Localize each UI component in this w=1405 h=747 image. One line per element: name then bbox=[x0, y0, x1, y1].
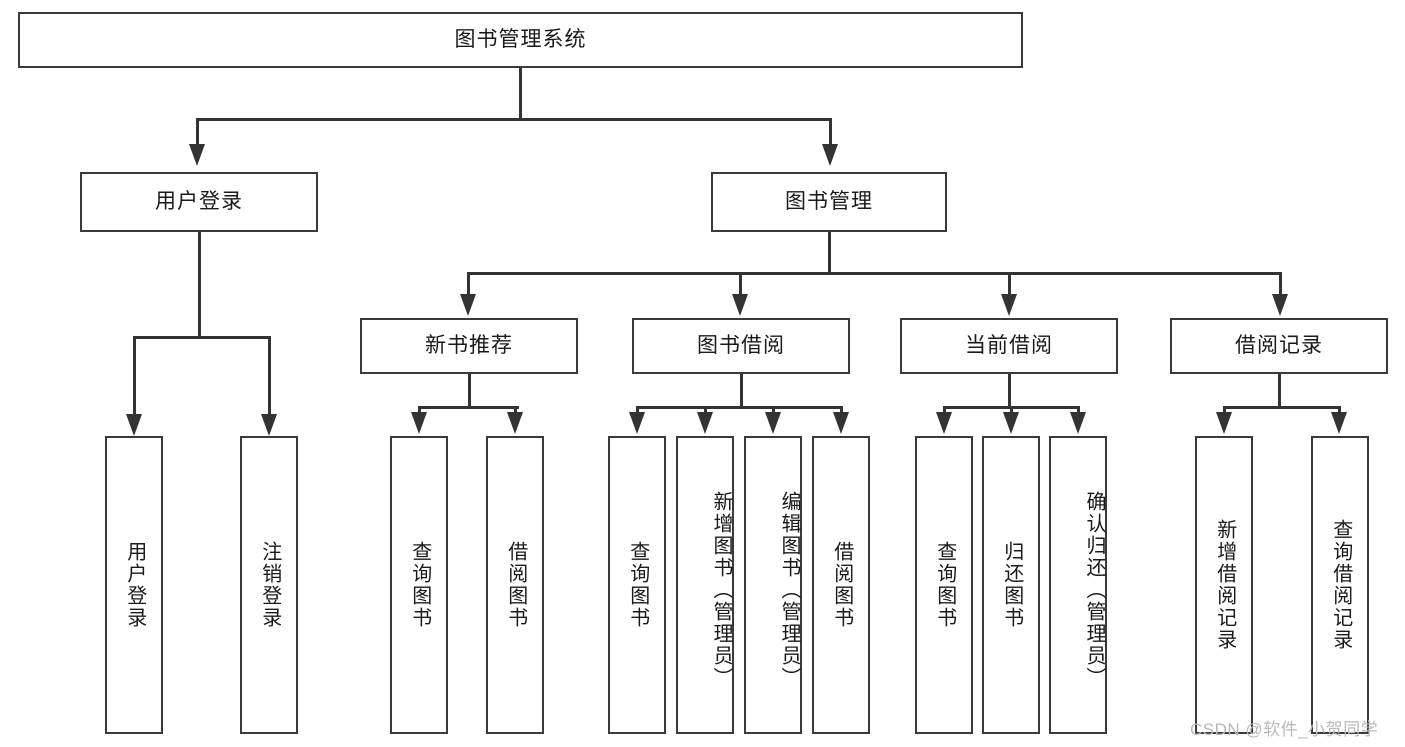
node-new-book-recommend[interactable]: 新书推荐 bbox=[360, 318, 578, 374]
arrow-to-leaf-add-book bbox=[697, 412, 713, 434]
arrow-to-leaf-query-record bbox=[1331, 412, 1347, 434]
connector-borrow-record-drop-2 bbox=[1338, 406, 1341, 416]
leaf-query-book-borrow[interactable]: 查询图书 bbox=[608, 436, 666, 734]
connector-root-to-user-login bbox=[196, 118, 199, 144]
connector-borrow-record-bus bbox=[1223, 406, 1340, 409]
leaf-query-borrow-record[interactable]: 查询借阅记录 bbox=[1311, 436, 1369, 734]
connector-book-mgmt-drop-3 bbox=[1008, 272, 1011, 296]
leaf-user-login[interactable]: 用户登录 bbox=[105, 436, 163, 734]
leaf-borrow-book-recommend[interactable]: 借阅图书 bbox=[486, 436, 544, 734]
connector-root-stem bbox=[519, 68, 522, 118]
node-label: 借阅记录 bbox=[1235, 333, 1323, 357]
leaf-borrow-book-borrow[interactable]: 借阅图书 bbox=[812, 436, 870, 734]
leaf-add-borrow-record[interactable]: 新增借阅记录 bbox=[1195, 436, 1253, 734]
connector-book-mgmt-drop-1 bbox=[467, 272, 470, 296]
csdn-watermark: CSDN @软件_小贺同学 bbox=[1190, 720, 1379, 739]
connector-book-borrow-drop-1 bbox=[636, 406, 639, 416]
connector-new-book-stem bbox=[468, 374, 471, 406]
node-label: 当前借阅 bbox=[965, 333, 1053, 357]
connector-user-login-bus bbox=[133, 336, 270, 339]
connector-book-borrow-drop-4 bbox=[840, 406, 843, 416]
connector-root-to-book-mgmt bbox=[829, 118, 832, 144]
node-root-system[interactable]: 图书管理系统 bbox=[18, 12, 1023, 68]
node-label: 查询图书 bbox=[626, 541, 649, 629]
connector-current-borrow-stem bbox=[1008, 374, 1011, 406]
node-label: 查询图书 bbox=[408, 541, 431, 629]
connector-book-borrow-drop-3 bbox=[772, 406, 775, 416]
node-label: 新增借阅记录 bbox=[1213, 519, 1236, 651]
arrow-to-leaf-logout bbox=[261, 414, 277, 436]
node-label: 借阅图书 bbox=[504, 541, 527, 629]
node-label: 图书借阅 bbox=[697, 333, 785, 357]
leaf-query-book-current[interactable]: 查询图书 bbox=[915, 436, 973, 734]
arrow-to-leaf-borrow-book-1 bbox=[507, 412, 523, 434]
leaf-add-book-admin[interactable]: 新增图书（管理员） bbox=[676, 436, 734, 734]
node-label: 查询图书 bbox=[933, 541, 956, 629]
connector-user-login-stem bbox=[198, 232, 201, 336]
node-book-borrow[interactable]: 图书借阅 bbox=[632, 318, 850, 374]
arrow-to-leaf-borrow-book-2 bbox=[833, 412, 849, 434]
connector-borrow-record-drop-1 bbox=[1223, 406, 1226, 416]
connector-current-borrow-drop-1 bbox=[943, 406, 946, 416]
arrow-to-new-book-recommend bbox=[460, 294, 476, 316]
node-label: 图书管理 bbox=[785, 189, 873, 213]
leaf-query-book-recommend[interactable]: 查询图书 bbox=[390, 436, 448, 734]
connector-book-mgmt-drop-2 bbox=[739, 272, 742, 296]
leaf-confirm-return-admin[interactable]: 确认归还（管理员） bbox=[1049, 436, 1107, 734]
arrow-to-leaf-return-book bbox=[1003, 412, 1019, 434]
node-label: 用户登录 bbox=[155, 189, 243, 213]
arrow-to-leaf-user-login bbox=[126, 414, 142, 436]
connector-new-book-bus bbox=[418, 406, 519, 409]
connector-book-mgmt-stem bbox=[828, 232, 831, 272]
arrow-to-leaf-query-book-3 bbox=[936, 412, 952, 434]
node-label: 新增图书（管理员） bbox=[710, 491, 732, 689]
arrow-to-leaf-add-record bbox=[1216, 412, 1232, 434]
connector-user-login-drop-1 bbox=[133, 336, 136, 416]
connector-book-borrow-bus bbox=[636, 406, 841, 409]
arrow-to-leaf-confirm-return bbox=[1070, 412, 1086, 434]
arrow-root-to-user-login bbox=[189, 144, 205, 166]
arrow-to-book-borrow bbox=[732, 294, 748, 316]
arrow-to-leaf-edit-book bbox=[765, 412, 781, 434]
node-book-management[interactable]: 图书管理 bbox=[711, 172, 947, 232]
connector-borrow-record-stem bbox=[1278, 374, 1281, 406]
arrow-root-to-book-mgmt bbox=[822, 144, 838, 166]
node-label: 查询借阅记录 bbox=[1329, 519, 1352, 651]
node-label: 图书管理系统 bbox=[454, 27, 587, 51]
node-label: 归还图书 bbox=[1000, 541, 1023, 629]
connector-book-mgmt-drop-4 bbox=[1279, 272, 1282, 296]
leaf-return-book[interactable]: 归还图书 bbox=[982, 436, 1040, 734]
arrow-to-borrow-record bbox=[1272, 294, 1288, 316]
connector-user-login-drop-2 bbox=[268, 336, 271, 416]
node-current-borrow[interactable]: 当前借阅 bbox=[900, 318, 1118, 374]
arrow-to-current-borrow bbox=[1001, 294, 1017, 316]
node-label: 注销登录 bbox=[258, 541, 281, 629]
connector-new-book-drop-1 bbox=[418, 406, 421, 416]
leaf-logout[interactable]: 注销登录 bbox=[240, 436, 298, 734]
connector-book-borrow-stem bbox=[740, 374, 743, 406]
arrow-to-leaf-query-book-2 bbox=[629, 412, 645, 434]
node-label: 确认归还（管理员） bbox=[1083, 491, 1105, 689]
node-label: 编辑图书（管理员） bbox=[778, 491, 800, 689]
connector-book-borrow-drop-2 bbox=[704, 406, 707, 416]
connector-new-book-drop-2 bbox=[514, 406, 517, 416]
node-borrow-record[interactable]: 借阅记录 bbox=[1170, 318, 1388, 374]
node-label: 借阅图书 bbox=[830, 541, 853, 629]
connector-current-borrow-drop-3 bbox=[1077, 406, 1080, 416]
connector-book-mgmt-bus bbox=[467, 272, 1281, 275]
node-user-login[interactable]: 用户登录 bbox=[80, 172, 318, 232]
node-label: 用户登录 bbox=[123, 541, 146, 629]
leaf-edit-book-admin[interactable]: 编辑图书（管理员） bbox=[744, 436, 802, 734]
node-label: 新书推荐 bbox=[425, 333, 513, 357]
arrow-to-leaf-query-book-1 bbox=[411, 412, 427, 434]
connector-current-borrow-drop-2 bbox=[1010, 406, 1013, 416]
connector-root-bus bbox=[196, 118, 832, 121]
